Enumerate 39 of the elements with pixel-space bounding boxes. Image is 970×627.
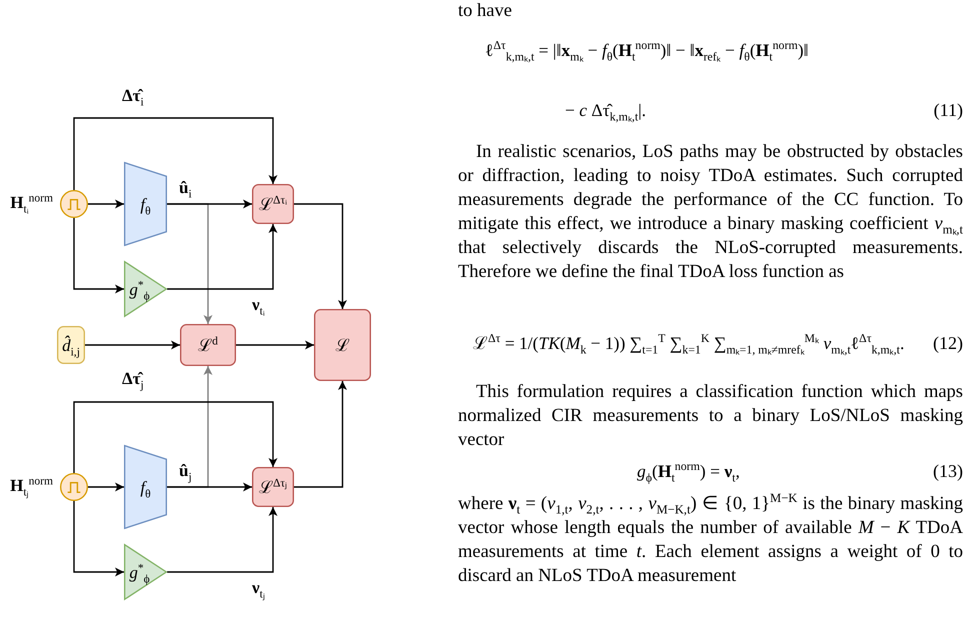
input-circle: [60, 473, 88, 501]
equation: g$_{ϕ}$(H$_{t}$$^{norm}$) = ν$_{t}$,: [637, 458, 740, 486]
trapezoid-block: f$_{θ}$: [124, 162, 167, 246]
arrow: [85, 340, 180, 350]
trapezoid-block: f$_{θ}$: [124, 445, 167, 529]
equation-number: (13): [933, 460, 963, 483]
edge-label: ν$_{tᵢ}$: [252, 295, 265, 315]
equation: ℓ$^{Δτ}$$_{k,mₖ,t}$ = |‖x$_{mₖ}$ − f$_{θ}$(H$_{t}$$^{norm}$)‖ − ‖x$_{refₖ}$ − f$_{θ}$(H$_{t}$$^{norm}$)‖ − c Δτ̂$_{k,mₖ,t}$|.: [485, 37, 810, 126]
loss-box: ℒ$^{Δτᵢ}$: [252, 184, 294, 224]
arrow: [294, 203, 347, 309]
edge-label: Δτ̂$_{i}$: [122, 86, 144, 106]
loss-box: ℒ: [314, 309, 371, 381]
paragraph: where ν$_{t}$ = (ν$_{1,t}$, ν$_{2,t}$, . . . , ν$_{M−K,t}$) ∈ {0, 1}$^{M−K}$ is the binary masking vector whose length equals the number of available M−K TDoA measurements at time t. Each element assigns a weight of 0 to discard an NLoS TDoA measurement: [458, 492, 963, 588]
arrow: [167, 507, 278, 573]
input-circle: [60, 190, 88, 218]
equation-number: (12): [933, 332, 963, 355]
paragraph: In realistic scenarios, LoS paths may be obstructed by obstacles or diffraction, leading to noisy TDoA estimates. Such corrupted measurements degrade the performance of the CC function. To mitigate this effect, we introduce a binary masking coefficient ν$_{mₖ,t}$ that selectively discards the NLoS-corrupted measurements. Therefore we define the final TDoA loss function as: [458, 141, 963, 284]
arrow: [73, 501, 124, 576]
arrow: [294, 381, 347, 488]
arrow: [73, 117, 278, 190]
loss-box: ℒ$^{d}$: [180, 324, 236, 366]
arrow: [167, 200, 252, 208]
arrow: [73, 218, 124, 294]
equation-number: (11): [934, 99, 963, 122]
edge-label: û$_{j}$: [179, 461, 192, 481]
arrow: [88, 200, 124, 208]
arrow: [73, 401, 278, 473]
arrow: [236, 340, 314, 350]
loss-box: ℒ$^{Δτⱼ}$: [252, 467, 294, 507]
equation: ℒ$^{Δτ}$ = 1/(TK(M$_{k}$ − 1)) ∑$_{t=1}$$^{T}$ ∑$_{k=1}$$^{K}$ ∑$_{mₖ=1, mₖ≠mrefₖ}$$^{Mₖ}$ ν$_{mₖ,t}$ℓ$^{Δτ}$$_{k,mₖ,t}$.: [473, 330, 904, 358]
edge-label: ν$_{tⱼ}$: [252, 578, 265, 598]
edge-label: û$_{i}$: [179, 178, 192, 198]
distance-box: d̂$_{i,j}$: [57, 326, 85, 364]
arrow: [88, 482, 124, 492]
paragraph: This formulation requires a classification function which maps normalized CIR measurements to a binary LoS/NLoS masking vector: [458, 381, 963, 452]
arrow: [167, 224, 278, 290]
edge-label: Δτ̂$_{j}$: [122, 369, 144, 389]
paragraph: to have: [458, 0, 512, 22]
arrow: [167, 482, 252, 492]
